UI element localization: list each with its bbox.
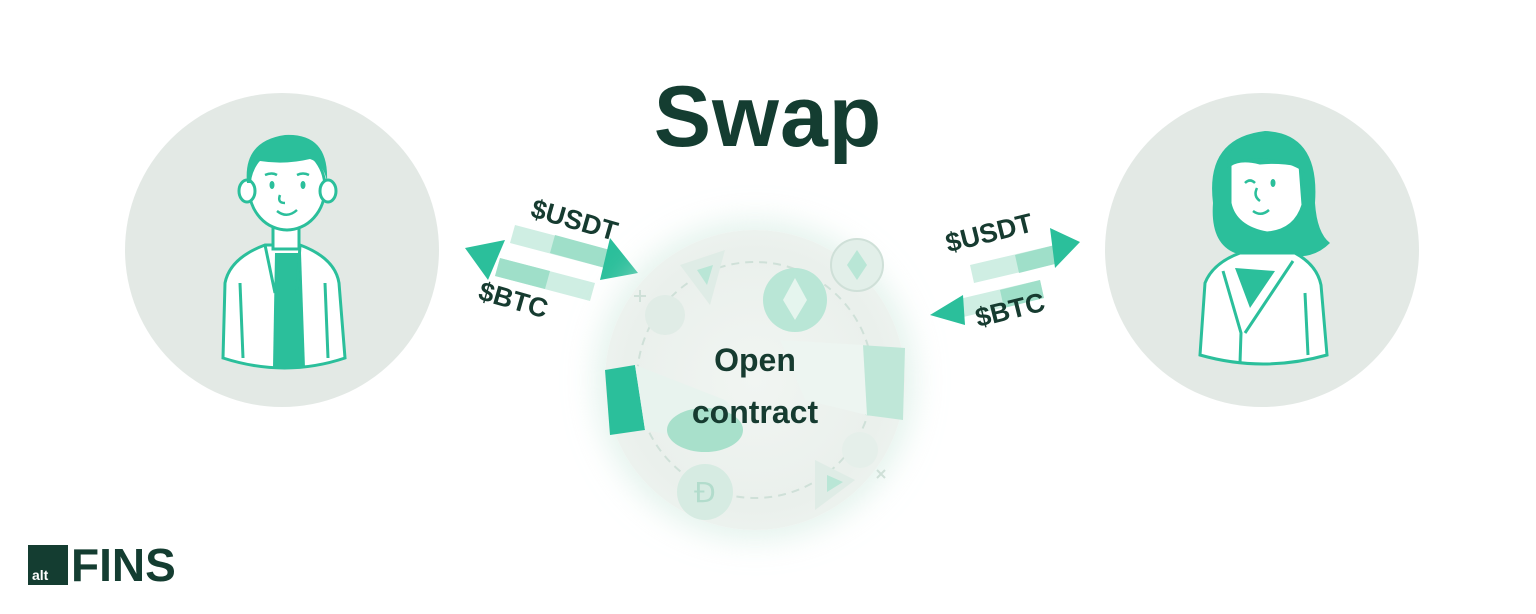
- woman-icon: [1198, 131, 1330, 366]
- page-title: Swap: [653, 69, 883, 165]
- man-icon: [221, 134, 347, 370]
- logo-prefix: alt: [32, 567, 49, 583]
- left-party-avatar: [125, 93, 439, 407]
- open-contract-illustration: Đ Open contract: [605, 230, 905, 530]
- right-party-avatar: [1105, 93, 1419, 407]
- contract-line-2: contract: [691, 394, 819, 430]
- logo-box: alt: [28, 545, 68, 585]
- svg-text:Đ: Đ: [694, 476, 716, 509]
- contract-label: Open contract: [605, 334, 905, 438]
- logo-name: FINS: [71, 539, 176, 591]
- altfins-logo: alt FINS: [28, 539, 176, 591]
- handshake-coins-icon: Đ: [605, 238, 905, 520]
- right-exchange-arrows: $USDT $BTC: [925, 200, 1095, 340]
- exchange-arrows-icon: [465, 225, 638, 301]
- exchange-arrows-icon: [930, 228, 1080, 325]
- contract-line-1: Open: [714, 342, 796, 378]
- left-exchange-arrows: $USDT $BTC: [460, 193, 650, 330]
